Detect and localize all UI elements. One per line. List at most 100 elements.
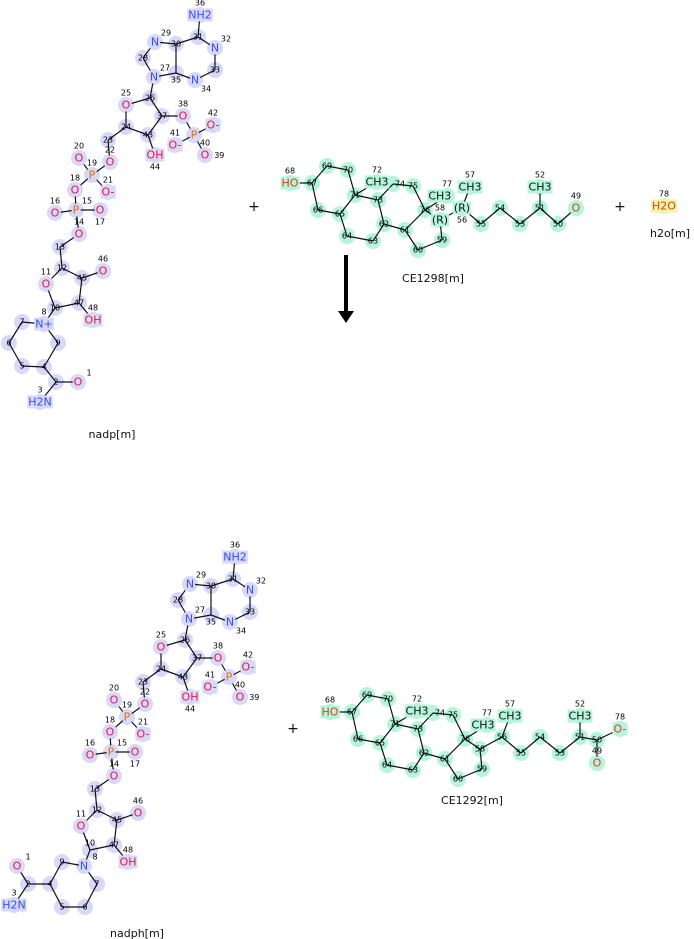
atom-element-label: O (77, 820, 86, 833)
atom-number: 15 (117, 739, 127, 748)
atom-number: 30 (171, 40, 181, 49)
bond (501, 736, 522, 754)
atom-number: 1 (86, 369, 91, 378)
atom-element-label: O (572, 202, 581, 215)
bond (444, 738, 466, 760)
atom-number: 12 (57, 264, 67, 273)
atom-element-label: H2N (2, 899, 26, 912)
atom-number: 23 (138, 678, 148, 687)
atom-element-label: H2O (652, 200, 676, 213)
atom-number: 43 (178, 673, 188, 682)
atom-number: 75 (448, 711, 458, 720)
atom-number: 4 (47, 880, 52, 889)
atom-number: 17 (130, 760, 140, 769)
atom-label-bg (71, 203, 81, 217)
bond (379, 723, 396, 744)
atom-label-bg (457, 180, 483, 194)
atom-element-label: (R) (454, 202, 470, 215)
atom-element-label: CH3 (459, 181, 482, 194)
atom-number: 33 (210, 66, 220, 75)
bond (457, 768, 483, 780)
atom-number: 5 (19, 362, 24, 371)
bond (394, 723, 419, 730)
atom-number: 38 (213, 642, 223, 651)
atom-number: 74 (395, 180, 405, 189)
atom-label-bg (78, 859, 90, 873)
atom-element-label: OH (85, 314, 102, 327)
bond (377, 183, 394, 201)
atom-number: 19 (122, 701, 132, 710)
atom-label-bg (118, 855, 138, 869)
atom-label-bg (11, 859, 23, 873)
atom-number: 54 (535, 733, 545, 742)
atom-number: 34 (201, 85, 211, 94)
atom-number: 2 (53, 378, 58, 387)
atom-number: 41 (205, 671, 215, 680)
atom-element-label: O (157, 641, 166, 654)
molecule-label-h2o: h2o[m] (650, 227, 690, 240)
bond (351, 694, 368, 713)
atom-number: 8 (41, 308, 46, 317)
atom-label-bg (184, 577, 196, 591)
atom-label-bg (567, 709, 593, 723)
atom-element-label: N (151, 36, 159, 49)
atom-element-label: O (99, 265, 108, 278)
bond (147, 115, 163, 136)
atom-number: 18 (105, 716, 115, 725)
atom-number: 10 (50, 304, 60, 313)
atom-label-bg (120, 98, 132, 112)
atom-element-label: CH3 (472, 719, 495, 732)
bond (386, 764, 414, 771)
atom-number: 34 (236, 627, 246, 636)
atom-label-bg (183, 612, 195, 626)
atom-element-label: CH3 (569, 710, 592, 723)
bond (182, 657, 198, 678)
atom-element-label: O (179, 110, 188, 123)
atom-number: 50 (553, 220, 563, 229)
bond (94, 788, 98, 811)
atom-label-bg (224, 615, 236, 629)
bond (366, 694, 389, 700)
molecule-label-ce1298: CE1298[m] (402, 272, 464, 285)
bond (412, 185, 426, 211)
atom-label-bg (212, 651, 224, 665)
atom-label-bg (280, 176, 300, 190)
atom-number: 5 (59, 903, 64, 912)
atom-element-label: O (122, 99, 131, 112)
atom-number: 31 (193, 33, 203, 42)
atom-number: 42 (243, 651, 253, 660)
atom-element-label: O- (242, 661, 255, 674)
atom-number: 57 (465, 171, 475, 180)
atom-element-label: N (226, 616, 234, 629)
atom-label-bg (73, 227, 85, 241)
atom-number: 25 (121, 89, 131, 98)
atom-element-label: CH3 (406, 705, 429, 718)
atom-element-label: O (51, 207, 60, 220)
atom-number: 41 (170, 129, 180, 138)
atom-number: 64 (342, 232, 352, 241)
atom-number: 71 (350, 191, 360, 200)
atom-label-bg (651, 199, 678, 213)
atom-number: 7 (94, 880, 99, 889)
atom-label-bg (189, 128, 199, 142)
bond (499, 207, 521, 225)
atom-number: 7 (19, 318, 24, 327)
bond (539, 207, 559, 225)
atom-number: 59 (477, 765, 487, 774)
atom-number: 59 (437, 236, 447, 245)
atom-label-bg (209, 41, 221, 55)
bond (539, 736, 561, 754)
atom-number: 46 (98, 255, 108, 264)
atom-label-bg (527, 180, 553, 194)
bond (372, 223, 385, 242)
atom-label-bg (202, 680, 218, 694)
atom-number: 20 (74, 142, 84, 151)
atom-element-label: N (191, 74, 199, 87)
atom-label-bg (108, 693, 120, 707)
plus-sign: + (248, 199, 260, 215)
atom-element-label: P (124, 711, 131, 724)
atom-number: 9 (59, 858, 64, 867)
bond (43, 342, 59, 368)
atom-number: 14 (74, 218, 84, 227)
